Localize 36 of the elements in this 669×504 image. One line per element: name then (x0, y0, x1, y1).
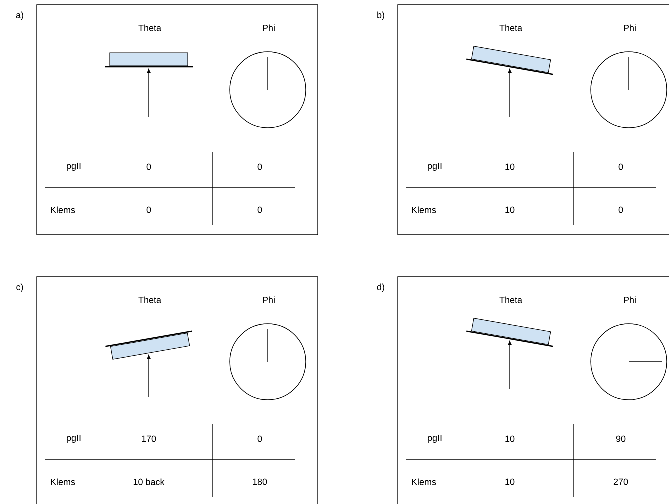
column-header: Theta (138, 296, 162, 304)
row-header: pgII (67, 162, 81, 172)
cell-value: 10 back (134, 478, 165, 486)
cell-value: 270 (614, 478, 628, 486)
panel-label: d) (377, 284, 384, 292)
cell-value: 0 (258, 436, 262, 442)
cell-value: 10 (506, 206, 515, 214)
row-header: pgII (428, 162, 442, 172)
row-header: Klems (412, 478, 436, 486)
cell-value: 10 (506, 478, 515, 486)
panel-label: a) (16, 12, 24, 20)
cell-value: 180 (253, 478, 268, 486)
column-header: Phi (624, 24, 636, 32)
panel-label: b) (378, 12, 384, 20)
cell-value: 0 (146, 206, 152, 214)
column-header: Theta (500, 296, 522, 304)
cell-value: 0 (618, 164, 624, 170)
column-header: Theta (500, 24, 522, 32)
cell-value: 0 (258, 206, 262, 214)
cell-value: 0 (618, 206, 624, 214)
cell-value: 0 (258, 164, 262, 170)
row-header: pgII (428, 434, 442, 444)
cell-value: 170 (142, 436, 156, 442)
panel-label: c) (16, 284, 24, 292)
row-header: Klems (412, 206, 436, 214)
column-header: Theta (138, 24, 162, 32)
column-header: Phi (263, 296, 275, 304)
cell-value: 0 (146, 164, 152, 170)
cell-value: 90 (616, 436, 626, 442)
column-header: Phi (263, 24, 275, 32)
column-header: Phi (624, 296, 636, 304)
cell-value: 10 (506, 164, 515, 170)
row-header: Klems (51, 206, 76, 214)
row-header: pgII (67, 434, 81, 444)
row-header: Klems (51, 478, 76, 486)
cell-value: 10 (506, 436, 515, 442)
